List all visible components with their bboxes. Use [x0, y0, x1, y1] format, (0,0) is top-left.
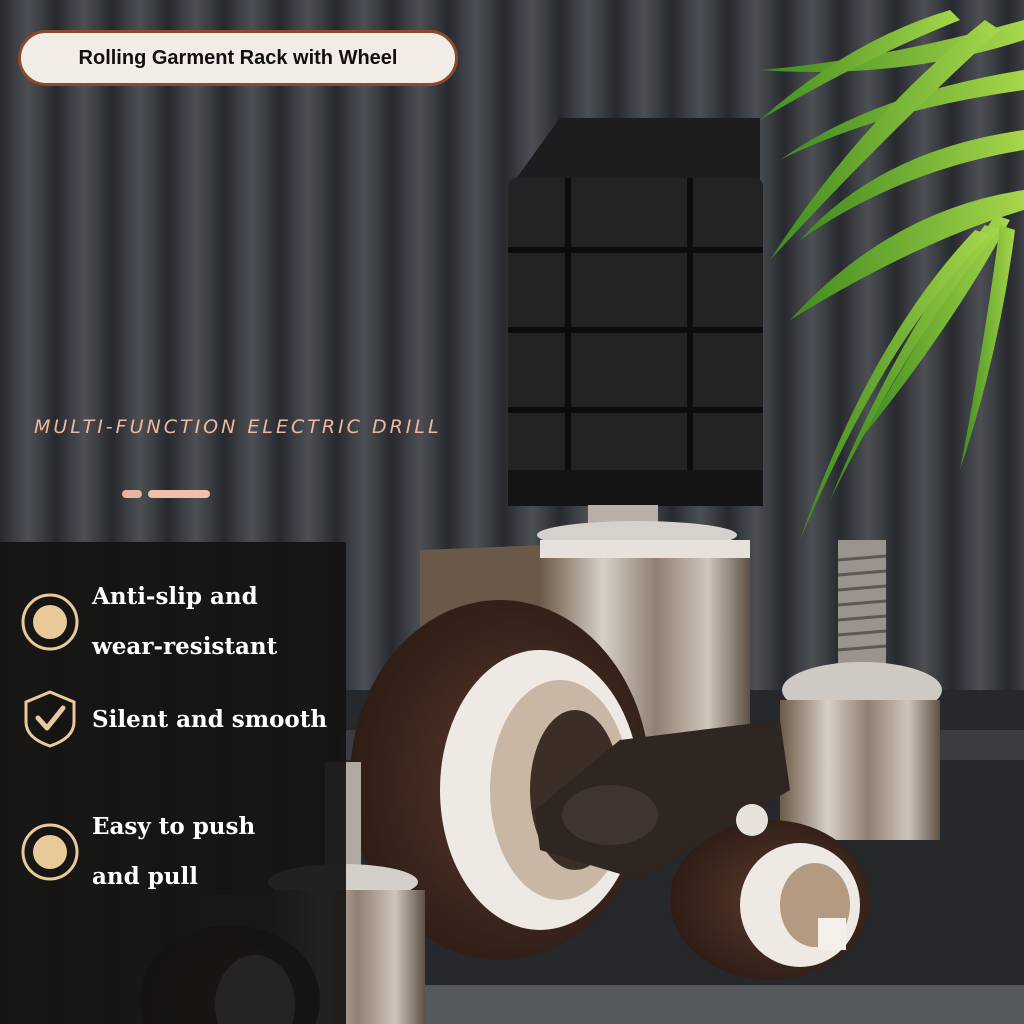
feature-label: Easy to push and pull: [92, 813, 256, 890]
circle-dot-icon: [21, 593, 79, 651]
indicator-bar: [148, 490, 210, 498]
title-banner: Rolling Garment Rack with Wheel: [18, 30, 458, 86]
circle-dot-icon: [21, 823, 79, 881]
feature-label: Anti-slip and wear-resistant: [92, 583, 278, 660]
shield-check-icon: [24, 690, 76, 748]
subtitle-text: MULTI-FUNCTION ELECTRIC DRILL: [34, 416, 442, 438]
features-panel: Anti-slip and wear-resistant Silent and …: [0, 542, 346, 1024]
indicator-dot: [122, 490, 142, 498]
feature-label: Silent and smooth: [92, 706, 328, 733]
